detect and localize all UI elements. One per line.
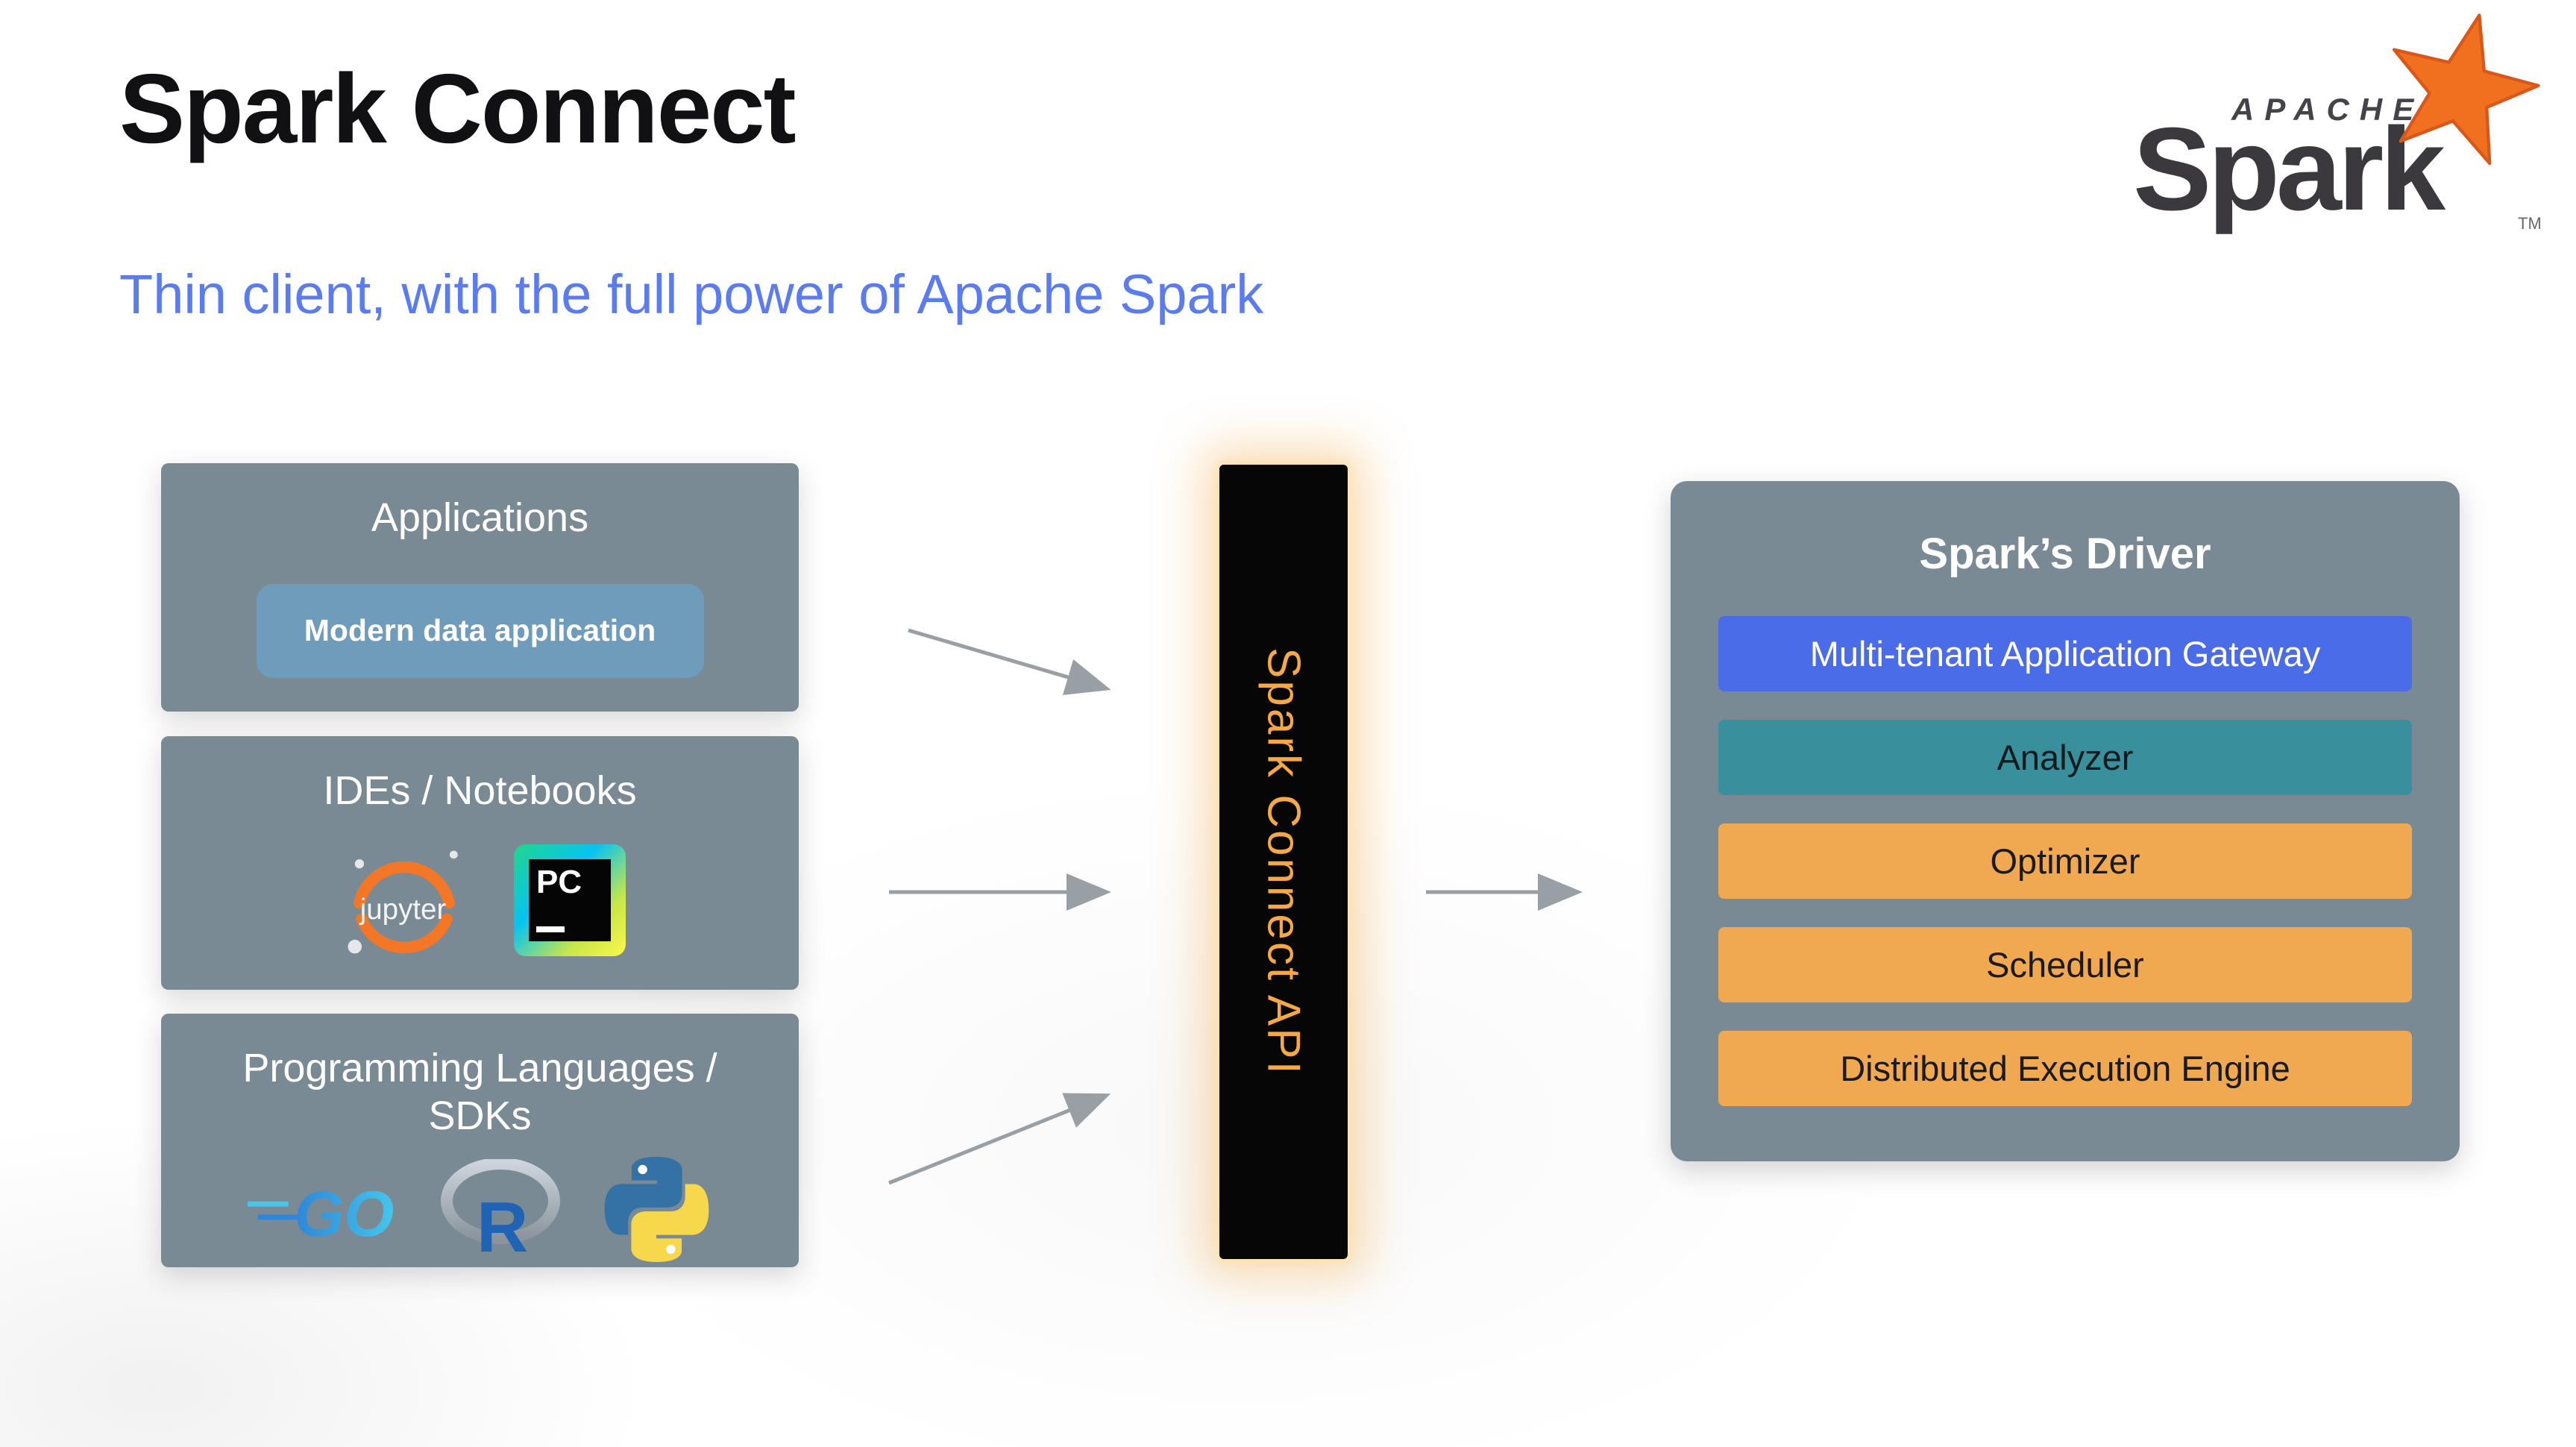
pycharm-label: PC: [536, 864, 582, 901]
source-box-applications: Applications Modern data application: [161, 463, 799, 712]
languages-sdks-title: Programming Languages / SDKs: [242, 1046, 717, 1138]
driver-layer-execution-engine: Distributed Execution Engine: [1718, 1031, 2412, 1106]
python-icon: [604, 1157, 709, 1263]
pycharm-icon: PC: [514, 844, 626, 957]
pycharm-underscore: [536, 926, 565, 933]
driver-layer-analyzer: Analyzer: [1718, 720, 2412, 795]
driver-layer-scheduler: Scheduler: [1718, 927, 2412, 1002]
applications-title: Applications: [371, 495, 589, 540]
spark-connect-api-bar: Spark Connect API: [1219, 465, 1348, 1259]
ide-icon-row: jupyter PC: [334, 832, 626, 970]
arrow-applications-to-api: [908, 628, 1111, 695]
go-icon: GO: [247, 1178, 394, 1250]
jupyter-icon: jupyter: [348, 850, 458, 954]
apache-label: APACHE: [2231, 92, 2425, 127]
spark-trademark: TM: [2518, 214, 2542, 233]
r-label: R: [477, 1187, 528, 1260]
language-icon-row: GO R: [246, 1152, 714, 1267]
spark-driver-title: Spark’s Driver: [1919, 530, 2211, 578]
page-subtitle: Thin client, with the full power of Apac…: [119, 263, 1264, 325]
ides-notebooks-title: IDEs / Notebooks: [323, 768, 637, 813]
driver-layer-gateway: Multi-tenant Application Gateway: [1718, 616, 2412, 691]
page-title: Spark Connect: [119, 54, 797, 163]
apache-spark-logo: APACHE Spark TM: [2133, 11, 2566, 242]
source-box-ides-notebooks: IDEs / Notebooks jupyter PC: [161, 736, 799, 990]
spark-wordmark: Spark: [2133, 104, 2445, 235]
source-box-languages-sdks: Programming Languages / SDKs GO: [161, 1014, 799, 1267]
driver-layers: Multi-tenant Application Gateway Analyze…: [1718, 616, 2412, 1106]
spark-connect-api-label: Spark Connect API: [1257, 647, 1310, 1076]
r-icon: R: [440, 1159, 560, 1260]
spark-star-icon: [2392, 13, 2540, 166]
driver-layer-optimizer: Optimizer: [1718, 823, 2412, 899]
arrow-languages-to-api: [888, 1093, 1111, 1185]
modern-data-application-chip: Modern data application: [256, 583, 704, 678]
jupyter-label: jupyter: [359, 894, 447, 926]
spark-driver-box: Spark’s Driver Multi-tenant Application …: [1671, 481, 2460, 1161]
go-label: GO: [294, 1178, 394, 1250]
